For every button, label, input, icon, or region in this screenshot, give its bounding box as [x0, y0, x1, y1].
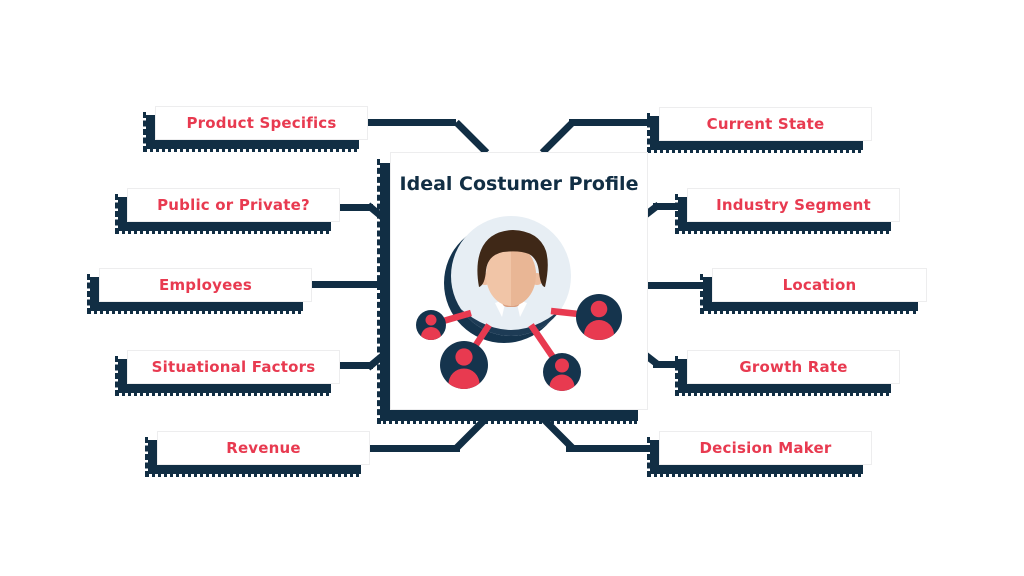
network-node	[416, 310, 446, 340]
box-product-specifics: Product Specifics	[143, 106, 368, 152]
hair	[477, 230, 548, 287]
box-employees: Employees	[87, 268, 312, 314]
connector-segment	[453, 119, 490, 156]
box-decision-maker: Decision Maker	[647, 431, 872, 477]
box-label: Industry Segment	[716, 196, 871, 214]
box-label: Growth Rate	[739, 358, 848, 376]
central-profile-card: Ideal Costumer Profile	[377, 152, 648, 424]
network-node	[576, 294, 622, 340]
box-label: Revenue	[226, 439, 301, 457]
box-label: Location	[782, 276, 857, 294]
box-location: Location	[700, 268, 927, 314]
connector-segment	[366, 119, 456, 126]
connector-segment	[338, 204, 373, 211]
box-label: Employees	[159, 276, 252, 294]
box-label: Public or Private?	[157, 196, 310, 214]
connector-segment	[653, 203, 690, 210]
box-label: Decision Maker	[699, 439, 832, 457]
connector-segment	[566, 445, 662, 452]
box-label: Situational Factors	[151, 358, 316, 376]
connector-segment	[642, 282, 716, 289]
connector-segment	[368, 445, 460, 452]
box-growth-rate: Growth Rate	[675, 350, 900, 396]
box-industry-segment: Industry Segment	[675, 188, 900, 234]
box-current-state: Current State	[647, 107, 872, 153]
network-node	[440, 341, 488, 389]
box-situational-factors: Situational Factors	[115, 350, 340, 396]
network-node	[543, 353, 581, 391]
connector-segment	[569, 119, 661, 126]
person-avatar	[451, 230, 571, 336]
box-label: Product Specifics	[186, 114, 337, 132]
box-public-or-private: Public or Private?	[115, 188, 340, 234]
connector-segment	[653, 361, 690, 368]
customer-network-illustration	[416, 216, 622, 391]
box-label: Current State	[706, 115, 825, 133]
page-title: Ideal Costumer Profile	[399, 173, 639, 195]
connector-segment	[539, 119, 576, 156]
box-revenue: Revenue	[145, 431, 370, 477]
connector-segment	[338, 362, 373, 369]
connector-segment	[308, 281, 396, 288]
